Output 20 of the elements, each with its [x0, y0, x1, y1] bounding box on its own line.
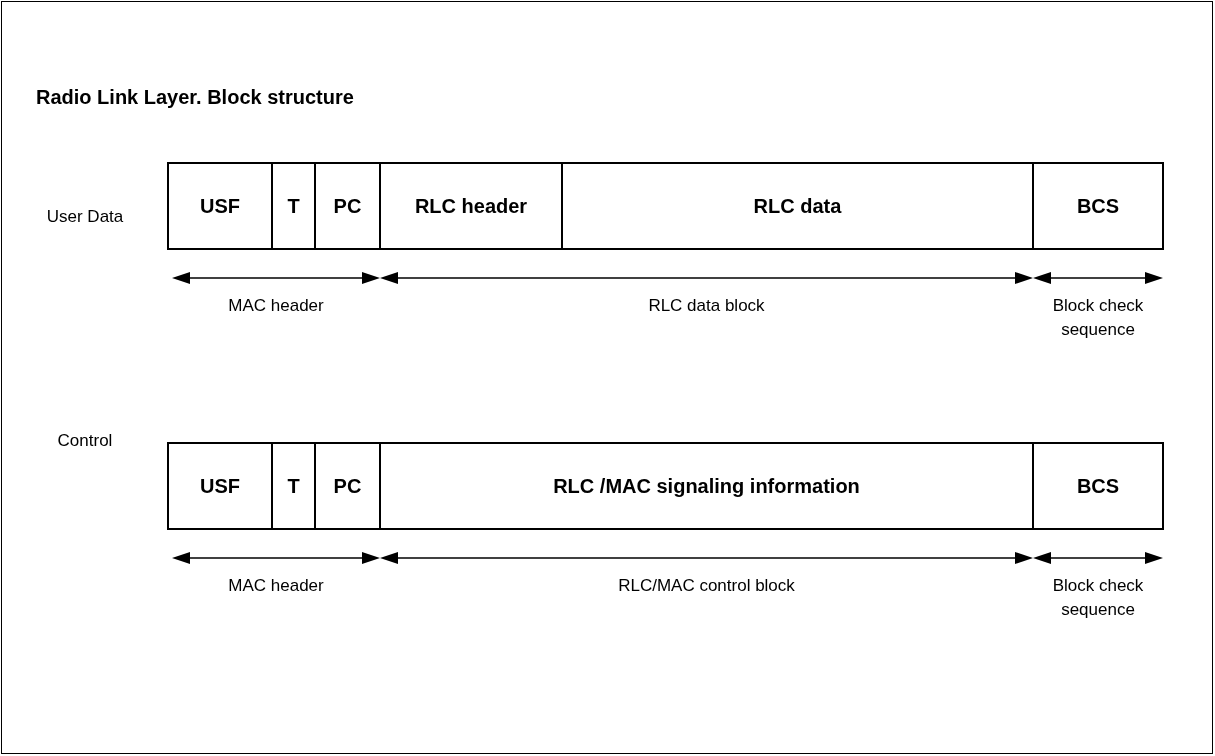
field-box: T [271, 442, 316, 530]
field-box: T [271, 162, 316, 250]
field-box: PC [314, 162, 381, 250]
row-label: User Data [45, 206, 125, 228]
dimension-label: MAC header [227, 575, 325, 597]
dimension-label: MAC header [227, 295, 325, 317]
field-box: RLC data [561, 162, 1034, 250]
field-box: BCS [1032, 162, 1164, 250]
field-box: PC [314, 442, 381, 530]
field-box: BCS [1032, 442, 1164, 530]
dimension-label: RLC/MAC control block [617, 575, 796, 597]
field-box: USF [167, 442, 273, 530]
dimension-label: RLC data block [647, 295, 766, 317]
dimension-label: Block check sequence [1051, 575, 1145, 621]
field-box: RLC header [379, 162, 563, 250]
field-box: USF [167, 162, 273, 250]
row-label: Control [56, 430, 114, 452]
dimension-label: Block check sequence [1051, 295, 1145, 341]
diagram-title: Radio Link Layer. Block structure [36, 85, 354, 110]
field-box: RLC /MAC signaling information [379, 442, 1034, 530]
